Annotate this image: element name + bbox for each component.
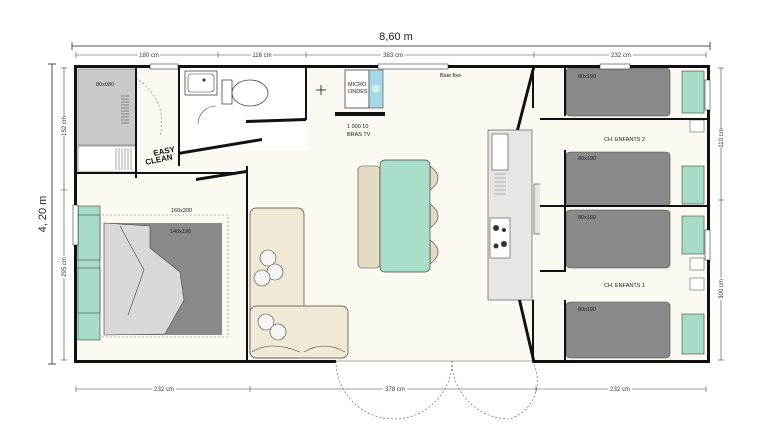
room-enfants-2-label: CH. ENFANTS 2	[604, 137, 645, 143]
overall-height-label: 4, 20 m	[37, 196, 49, 233]
bunk-bed-3-label: 80x190	[578, 215, 596, 221]
entry-door-swings	[335, 360, 538, 420]
right-dim-1: 110 cm	[719, 128, 725, 147]
room-enfants-1-label: CH. ENFANTS 1	[604, 283, 645, 289]
fridge	[368, 69, 384, 109]
bunk-bed-3	[565, 209, 705, 269]
master-bed-duvet	[103, 222, 185, 336]
top-dim-1: 180 cm	[139, 53, 159, 59]
left-dimension-line	[61, 67, 67, 361]
bunk-bed-2-label: 80x190	[578, 156, 596, 162]
snowflake-icon: ❄	[371, 82, 381, 96]
master-bed-pillows	[77, 214, 101, 314]
bunk-bed-1-label: 80x190	[578, 74, 596, 80]
sofa-pillows	[253, 249, 287, 341]
bottom-dim-1: 232 cm	[154, 387, 174, 393]
top-dim-2: 116 cm	[252, 53, 271, 59]
kitchen-sink	[491, 133, 509, 171]
toilet-tank	[221, 79, 233, 105]
sofa-arm-cushion-1	[251, 345, 301, 353]
master-bed-label: 140x190	[170, 229, 191, 235]
bottom-dim-2: 378 cm	[385, 387, 405, 393]
overall-width-label: 8,60 m	[379, 31, 413, 43]
toilet-bowl	[231, 79, 269, 107]
tv-bar	[335, 112, 385, 116]
wardrobe-hangers	[115, 148, 132, 170]
shower	[77, 68, 137, 146]
dashed-bed-label: 160x200	[171, 208, 192, 214]
overall-height-dimension	[48, 63, 56, 365]
right-dimension-line	[718, 67, 724, 361]
bunk-bed-4	[565, 301, 705, 359]
shower-drain-icon	[121, 95, 129, 124]
overall-width-dimension	[71, 42, 711, 50]
sofa-arm-cushion-2	[303, 345, 346, 353]
top-dim-3: 383 cm	[383, 53, 403, 59]
bunk-bed-1	[565, 67, 705, 117]
bathroom-door-swing	[197, 105, 217, 125]
dining-table	[379, 159, 431, 273]
shower-size-label: 80x080	[96, 82, 114, 88]
sink-drain-icon	[202, 78, 206, 82]
bunk-bed-2	[565, 151, 705, 207]
kitchen-drainboard	[494, 173, 506, 195]
dashed-bed-outline	[97, 214, 229, 338]
tv-label-1: 1 000 10	[347, 124, 368, 130]
shelf-boxes	[689, 119, 705, 291]
top-dim-4: 232 cm	[611, 53, 631, 59]
sofa-seat	[249, 305, 349, 359]
microwave-label-1: MICRO	[348, 82, 367, 88]
interior-walls	[76, 68, 708, 362]
sink-basin	[187, 73, 215, 93]
baie-fixe-label: Baie fixe	[440, 73, 461, 79]
dining-chairs-left	[357, 165, 381, 269]
tv-label-2: BRAS TV	[347, 132, 371, 138]
left-dim-2: 295 cm	[62, 257, 68, 277]
wardrobe	[77, 145, 137, 173]
crosshair-icon	[316, 85, 326, 95]
shower-door-swing	[135, 77, 162, 137]
dining-chairs-right	[429, 165, 439, 265]
hob-burners-icon	[493, 225, 507, 249]
right-dim-2: 300 cm	[719, 279, 725, 299]
master-bed-duvet-fold	[119, 225, 145, 316]
windows	[72, 63, 711, 261]
hob	[489, 217, 511, 259]
bottom-dim-3: 232 cm	[610, 387, 630, 393]
left-dim-1: 152 cm	[62, 116, 68, 136]
bunk-bed-4-label: 80x190	[578, 307, 596, 313]
microwave-label-2: ONDES	[348, 89, 368, 95]
